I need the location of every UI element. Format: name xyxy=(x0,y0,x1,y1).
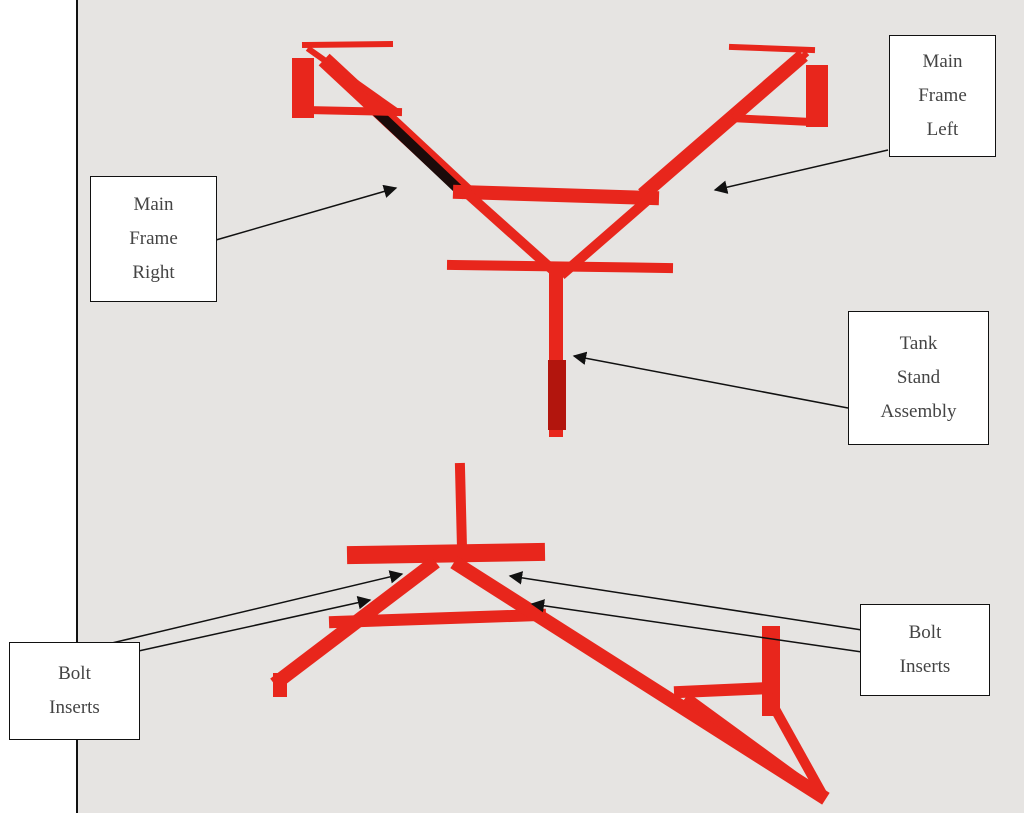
leader-lines xyxy=(111,149,889,653)
label-main-frame-left-line1: Main xyxy=(922,51,963,72)
label-main-frame-left-line3: Left xyxy=(926,119,959,140)
arrow-main-frame-left xyxy=(713,149,889,194)
label-tank-stand-assembly: Tank Stand Assembly xyxy=(848,311,989,445)
arrow-bolt-right-1 xyxy=(508,571,863,631)
label-tank-stand-line3: Assembly xyxy=(880,401,957,422)
label-main-frame-right-line2: Frame xyxy=(129,228,178,249)
arrow-bolt-left-1 xyxy=(111,570,404,644)
arrow-bolt-right-2 xyxy=(530,599,863,653)
label-tank-stand-line1: Tank xyxy=(899,333,938,354)
label-bolt-right-line2: Inserts xyxy=(899,656,951,677)
label-bolt-right-line1: Bolt xyxy=(908,622,942,643)
upper-frame-assembly xyxy=(292,40,828,437)
label-bolt-inserts-left: Bolt Inserts xyxy=(9,642,140,740)
label-main-frame-right-line1: Main xyxy=(133,194,174,215)
arrow-tank-stand xyxy=(572,351,849,409)
label-bolt-left-line1: Bolt xyxy=(58,663,91,684)
label-main-frame-left-line2: Frame xyxy=(918,85,967,106)
label-main-frame-right: Main Frame Right xyxy=(90,176,217,302)
label-main-frame-left: Main Frame Left xyxy=(889,35,996,157)
label-main-frame-right-line3: Right xyxy=(132,262,175,283)
lower-frame-assembly xyxy=(270,462,830,805)
label-tank-stand-line2: Stand xyxy=(896,367,941,388)
arrow-main-frame-right xyxy=(215,184,398,241)
arrow-bolt-left-2 xyxy=(133,596,372,653)
label-bolt-left-line2: Inserts xyxy=(49,697,100,718)
label-bolt-inserts-right: Bolt Inserts xyxy=(860,604,990,696)
